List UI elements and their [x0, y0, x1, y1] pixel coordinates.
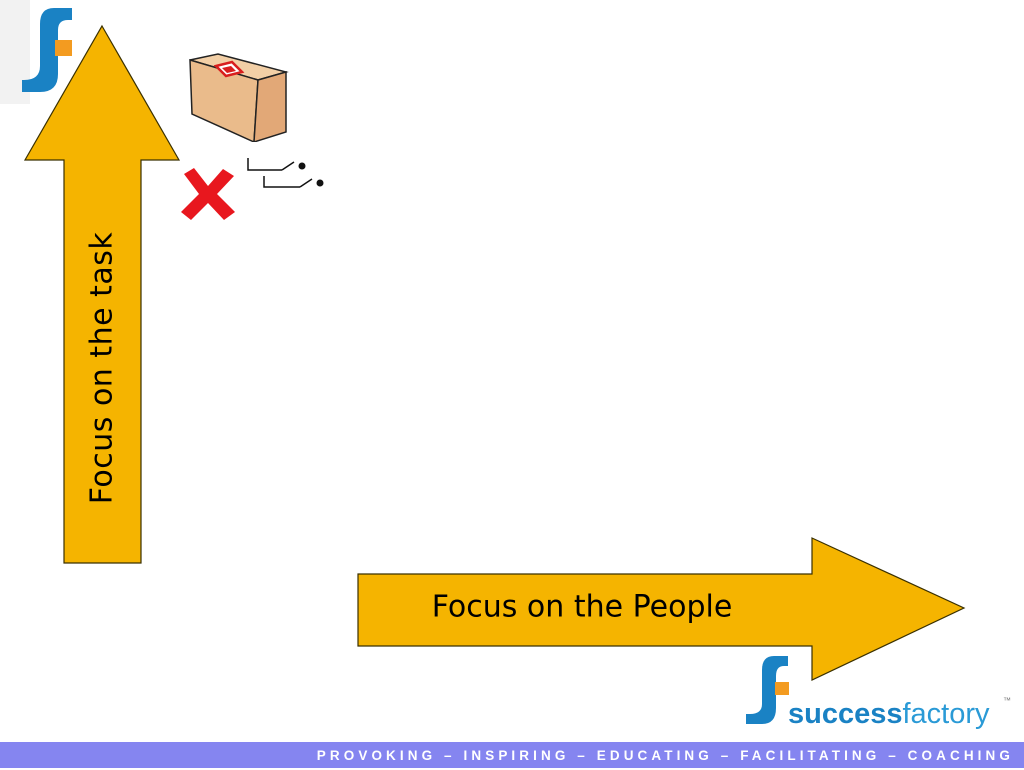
red-cross-icon	[181, 168, 235, 220]
footer-bar: PROVOKING – INSPIRING – EDUCATING – FACI…	[0, 742, 1024, 768]
task-focus-label: Focus on the task	[84, 231, 120, 505]
people-focus-label: Focus on the People	[431, 589, 733, 625]
switch-symbol-icon	[247, 158, 324, 188]
cardboard-box-icon	[189, 53, 289, 142]
brand-name-light: factory	[902, 698, 990, 730]
brand-wordmark: successfactory	[788, 696, 990, 732]
trademark-symbol: ™	[1003, 696, 1011, 705]
success-factory-logo-icon	[746, 656, 789, 724]
task-focus-arrow	[23, 24, 181, 564]
footer-tagline: PROVOKING – INSPIRING – EDUCATING – FACI…	[316, 748, 1014, 763]
success-factory-logo-icon	[0, 0, 72, 104]
people-focus-arrow	[357, 537, 966, 681]
brand-name-bold: success	[788, 698, 903, 730]
